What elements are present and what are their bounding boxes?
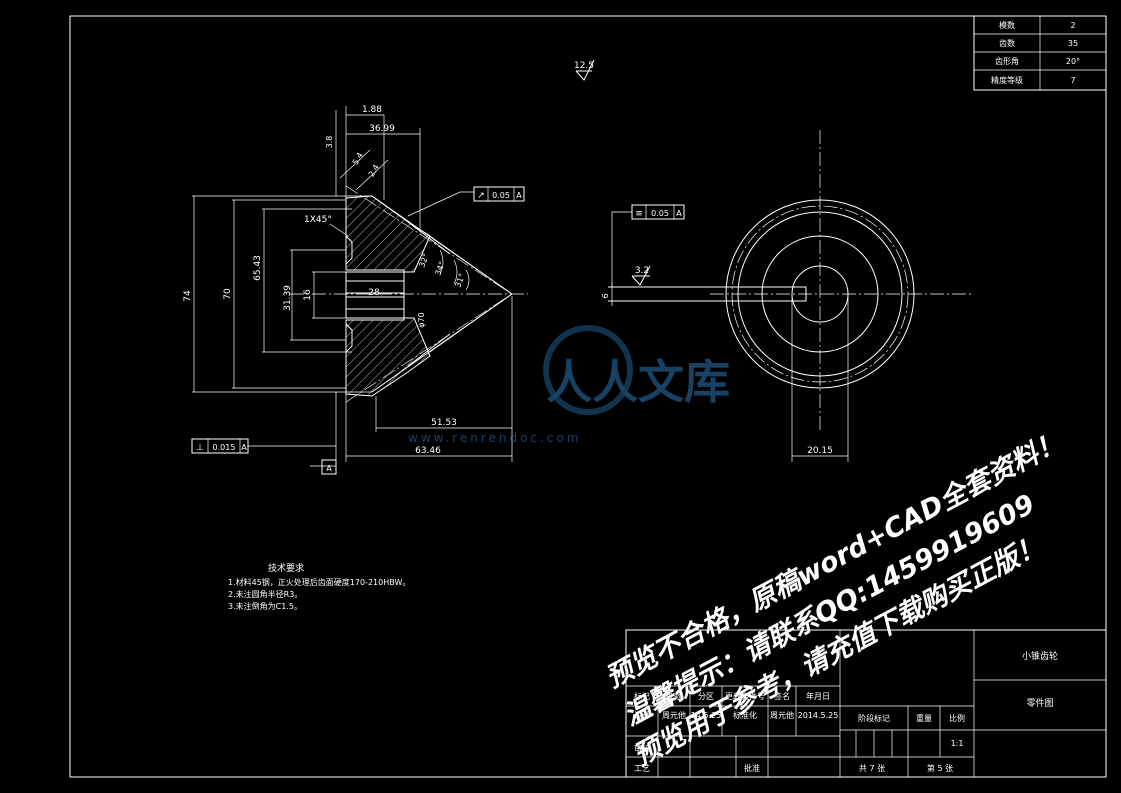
datum-a-label: A <box>326 464 332 473</box>
param-label-module: 模数 <box>999 20 1015 30</box>
gear-dimensions: 74 70 65.43 31.39 16 28 1X45° 1.88 36.99… <box>183 105 513 462</box>
standardization-name: 周元他 <box>770 710 794 720</box>
dim-angle-31: 31° <box>453 272 466 288</box>
runout-tolerance-frame: ↗ 0.05 A <box>407 186 525 217</box>
hdr-change-doc: 更改文件号 <box>725 691 765 701</box>
review-label: 审核 <box>634 743 650 753</box>
standardization-label: 标准化 <box>733 710 757 720</box>
dim-16: 16 <box>303 289 313 301</box>
watermark-text: 预览不合格，原稿word+CAD全套资料！ 温馨提示：请联系QQ:1459919… <box>601 426 1068 772</box>
dim-31-39: 31.39 <box>283 285 293 311</box>
dim-angle-34: 34° <box>433 260 446 276</box>
dim-28: 28 <box>368 288 380 298</box>
dim-5-4: 5.4 <box>351 151 365 167</box>
roughness-value-shaft: 3.2 <box>635 266 649 276</box>
perp-value: 0.015 <box>213 443 236 452</box>
dim-63-46: 63.46 <box>415 446 441 456</box>
dim-2-4: 2.4 <box>367 163 381 179</box>
gear-section-view <box>290 185 528 403</box>
svg-text:⊥: ⊥ <box>196 443 204 453</box>
part-name: 小锥齿轮 <box>1022 650 1058 662</box>
dim-65-43: 65.43 <box>253 255 263 281</box>
dim-key-6: 6 <box>601 293 610 298</box>
standardization-date: 2014.5.25 <box>798 711 839 720</box>
perp-datum: A <box>241 443 247 452</box>
dim-phi-70: φ70 <box>417 312 426 327</box>
drawing-border <box>69 15 1107 778</box>
param-value-pressure-angle: 20° <box>1066 57 1080 66</box>
dim-74: 74 <box>183 290 193 302</box>
tech-line-3: 3.未注倒角为C1.5。 <box>228 601 302 611</box>
design-date: 14.5.25 <box>691 711 722 720</box>
hdr-mark: 标记 <box>634 691 650 701</box>
drawing-type: 零件图 <box>1026 697 1053 709</box>
tech-line-1: 1.材料45钢，正火处理后齿面硬度170-210HBW。 <box>228 577 410 587</box>
gear-end-view: 20.15 6 <box>601 130 974 462</box>
watermark-logo: 人人文库 www.renrendoc.com <box>408 325 730 445</box>
hdr-count: 处数 <box>666 691 682 701</box>
scale-value: 1:1 <box>951 739 964 748</box>
approve-label: 批准 <box>744 763 760 773</box>
dim-20-15: 20.15 <box>807 446 833 456</box>
sheet-number: 第 5 张 <box>927 763 953 773</box>
process-label: 工艺 <box>634 764 650 773</box>
roughness-value-top: 12.5 <box>574 61 594 71</box>
hdr-date: 年月日 <box>806 691 830 701</box>
sheet-total: 共 7 张 <box>859 764 885 773</box>
tech-line-2: 2.未注圆角半径R3。 <box>228 589 302 599</box>
runout-value: 0.05 <box>492 191 510 200</box>
hdr-signature: 签名 <box>774 691 790 701</box>
watermark-url: www.renrendoc.com <box>408 431 581 445</box>
roughness-symbol-shaft: 3.2 <box>631 265 651 286</box>
symmetry-tolerance-frame: ≡ 0.05 A <box>611 204 685 286</box>
runout-datum: A <box>516 191 522 200</box>
scale-label: 比例 <box>949 713 965 723</box>
perpendicularity-tolerance-frame: ⊥ 0.015 A <box>191 438 336 454</box>
dim-70: 70 <box>223 288 233 300</box>
technical-requirements: 技术要求 1.材料45钢，正火处理后齿面硬度170-210HBW。 2.未注圆角… <box>228 562 410 611</box>
dim-chamfer: 1X45° <box>304 215 332 225</box>
design-label: 设计 <box>634 710 650 720</box>
param-value-module: 2 <box>1070 21 1075 30</box>
weight-label: 重量 <box>916 713 932 723</box>
datum-a-symbol: A <box>310 392 337 475</box>
designer-name: 周元他 <box>662 710 686 720</box>
dim-3-8: 3.8 <box>325 136 334 149</box>
dim-51-53: 51.53 <box>431 418 457 428</box>
roughness-symbol-top: 12.5 <box>574 59 595 81</box>
sym-datum: A <box>676 209 682 218</box>
param-value-accuracy: 7 <box>1070 76 1075 85</box>
param-label-teeth: 齿数 <box>999 38 1015 48</box>
title-block: 小锥齿轮 零件图 标记 处数 分区 更改文件号 签名 年月日 设计 周元他 14… <box>625 629 1107 778</box>
param-label-accuracy: 精度等级 <box>991 75 1023 85</box>
watermark-logo-text: 人人文库 <box>546 355 730 409</box>
svg-text:↗: ↗ <box>477 191 485 201</box>
sym-value: 0.05 <box>651 209 669 218</box>
svg-text:≡: ≡ <box>635 209 643 219</box>
param-value-teeth: 35 <box>1068 39 1078 48</box>
dim-1-88: 1.88 <box>362 105 382 115</box>
param-label-pressure-angle: 齿形角 <box>995 56 1019 66</box>
parameter-table: 模数 2 齿数 35 齿形角 20° 精度等级 7 <box>973 15 1107 91</box>
stage-mark-label: 阶段标记 <box>858 713 890 723</box>
dim-36-99: 36.99 <box>369 124 395 134</box>
hdr-zone: 分区 <box>698 692 714 701</box>
tech-title: 技术要求 <box>268 562 304 574</box>
